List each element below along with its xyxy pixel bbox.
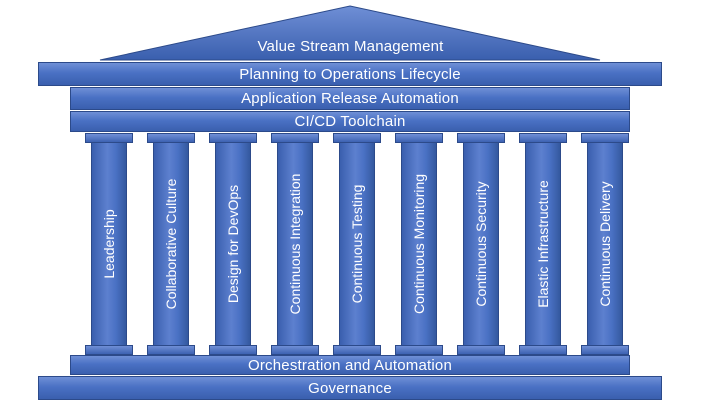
governance-foundation: Governance: [38, 376, 662, 400]
pillar: Design for DevOps: [209, 133, 257, 355]
pillar-capital: [395, 133, 443, 143]
value-stream-management-label: Value Stream Management: [257, 38, 444, 55]
pillar-label: Continuous Security: [473, 181, 489, 307]
release-automation-beam: Application Release Automation: [70, 87, 630, 110]
pillar: Collaborative Culture: [147, 133, 195, 355]
pillar: Continuous Security: [457, 133, 505, 355]
pillar-shaft: [401, 143, 437, 345]
pillar-label: Continuous Delivery: [597, 181, 613, 307]
planning-lifecycle-beam: Planning to Operations Lifecycle: [38, 62, 662, 86]
pillar-label: Continuous Monitoring: [411, 173, 427, 315]
pillar: Leadership: [85, 133, 133, 355]
pillar-base: [457, 345, 505, 355]
pillar-capital: [519, 133, 567, 143]
pillar-capital: [333, 133, 381, 143]
pillar-base: [209, 345, 257, 355]
pillar-shaft: [91, 143, 127, 345]
cicd-toolchain-beam: CI/CD Toolchain: [70, 111, 630, 132]
pillar-base: [333, 345, 381, 355]
pillar-base: [271, 345, 319, 355]
pillar-capital: [457, 133, 505, 143]
pillar-capital: [209, 133, 257, 143]
pillar-shaft: [153, 143, 189, 345]
pillar: Continuous Testing: [333, 133, 381, 355]
pillar: Continuous Integration: [271, 133, 319, 355]
pillar-shaft: [277, 143, 313, 345]
pillar-base: [395, 345, 443, 355]
pillar-label: Continuous Testing: [349, 184, 365, 304]
pillar-base: [85, 345, 133, 355]
pillar: Continuous Delivery: [581, 133, 629, 355]
pillar-capital: [271, 133, 319, 143]
pillar-capital: [85, 133, 133, 143]
pillar: Elastic Infrastructure: [519, 133, 567, 355]
pillar-capital: [581, 133, 629, 143]
pillar-label: Leadership: [101, 209, 117, 279]
pillar-label: Elastic Infrastructure: [535, 180, 551, 308]
pillar-base: [519, 345, 567, 355]
pillar-label: Design for DevOps: [225, 184, 241, 304]
pillar-base: [581, 345, 629, 355]
pillar-label: Continuous Integration: [287, 173, 303, 315]
pillar: Continuous Monitoring: [395, 133, 443, 355]
pillar-capital: [147, 133, 195, 143]
pillar-shaft: [463, 143, 499, 345]
roof-pediment: [99, 5, 601, 61]
orchestration-automation-foundation: Orchestration and Automation: [70, 355, 630, 375]
pillar-base: [147, 345, 195, 355]
pillar-label: Collaborative Culture: [163, 178, 179, 310]
pillar-shaft: [215, 143, 251, 345]
pillar-shaft: [339, 143, 375, 345]
pillar-shaft: [587, 143, 623, 345]
pillar-shaft: [525, 143, 561, 345]
